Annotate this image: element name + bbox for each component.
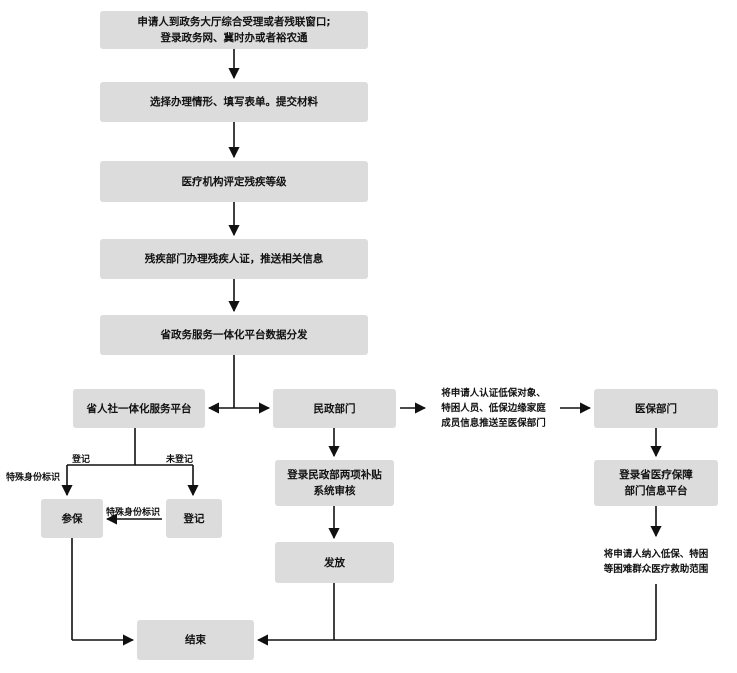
node-fill-form: 选择办理情形、填写表单。提交材料	[100, 82, 368, 122]
node-push-info: 将申请人认证低保对象、 特困人员、低保边缘家庭 成员信息推送至医保部门	[441, 387, 546, 429]
node-enroll: 参保	[41, 499, 103, 538]
node-register: 登记	[166, 499, 222, 538]
node-medical-platform: 登录省医疗保障部门信息平台	[594, 460, 718, 506]
label-special-identity-mid: 特殊身份标识	[106, 508, 161, 518]
node-civil-system-review: 登录民政部两项补贴系统审核	[275, 460, 394, 506]
node-data-distribution: 省政务服务一体化平台数据分发	[100, 315, 368, 355]
node-include-assistance: 将申请人纳入低保、特困等困难群众医疗救助范围	[603, 549, 709, 575]
node-apply-window: 申请人到政务大厅综合受理或者残联窗口;登录政务网、冀时办或者裕农通	[100, 11, 368, 49]
node-medical-insurance: 医保部门	[594, 389, 718, 428]
node-civil-affairs: 民政部门	[273, 389, 396, 428]
label-special-identity-left: 特殊身份标识	[6, 473, 61, 483]
node-issue-certificate: 残疾部门办理残疾人证，推送相关信息	[100, 239, 368, 279]
node-payout: 发放	[275, 542, 394, 583]
label-unregistered: 未登记	[166, 455, 194, 465]
node-social-security-platform: 省人社一体化服务平台	[73, 389, 205, 428]
node-end: 结束	[137, 620, 254, 660]
node-disability-assessment: 医疗机构评定残疾等级	[100, 161, 368, 202]
label-registered: 登记	[72, 455, 91, 465]
